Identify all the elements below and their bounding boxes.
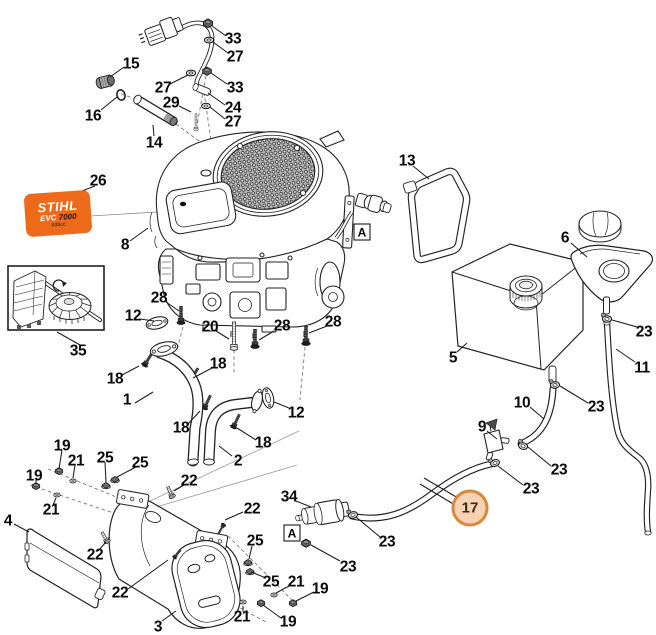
part-label-27[interactable]: 27: [224, 113, 242, 131]
part-label-23[interactable]: 23: [635, 323, 653, 341]
part-label-23[interactable]: 23: [378, 533, 396, 551]
part-label-18[interactable]: 18: [172, 419, 190, 437]
part-label-23[interactable]: 23: [587, 398, 605, 416]
wiring-harness-illustration: [138, 16, 215, 89]
part-label-3[interactable]: 3: [153, 618, 163, 635]
spark-plug-connector-illustration: [334, 192, 392, 240]
part-label-18[interactable]: 18: [106, 370, 124, 388]
part-label-28[interactable]: 28: [150, 289, 168, 307]
part-label-25[interactable]: 25: [262, 573, 280, 591]
part-label-9[interactable]: 9: [477, 418, 487, 436]
part-label-27[interactable]: 27: [154, 79, 172, 97]
part-label-4[interactable]: 4: [3, 512, 13, 530]
guide-lines: [89, 211, 300, 509]
part-label-22[interactable]: 22: [111, 584, 129, 602]
part-label-26[interactable]: 26: [89, 172, 107, 190]
fuel-cap-illustration: [570, 210, 654, 315]
part-label-28[interactable]: 28: [324, 313, 342, 331]
part-label-27[interactable]: 27: [226, 48, 244, 66]
flywheel-kit-box-illustration: [7, 265, 105, 331]
part-label-22[interactable]: 22: [243, 500, 261, 518]
part-label-6[interactable]: 6: [560, 229, 570, 247]
o-ring-illustration: [116, 89, 126, 101]
part-label-22[interactable]: 22: [86, 546, 104, 564]
part-label-19[interactable]: 19: [25, 467, 43, 485]
part-label-12[interactable]: 12: [124, 307, 142, 325]
part-label-10[interactable]: 10: [513, 394, 531, 412]
part-label-13[interactable]: 13: [398, 152, 416, 170]
part-label-18[interactable]: 18: [209, 355, 227, 373]
stihl-logo-badge: STIHL EVC 7000 630cc: [23, 189, 93, 238]
part-label-11[interactable]: 11: [634, 359, 650, 377]
part-label-21[interactable]: 21: [67, 452, 85, 470]
exhaust-pipe-1-illustration: [149, 341, 204, 467]
part-label-1[interactable]: 1: [122, 391, 132, 409]
part-label-24[interactable]: 24: [224, 99, 242, 117]
engine-illustration: [149, 130, 355, 339]
part-label-23[interactable]: 23: [522, 480, 540, 498]
part-label-23[interactable]: 23: [339, 558, 357, 576]
tube-illustration: [133, 94, 178, 127]
part-label-12[interactable]: 12: [287, 404, 305, 422]
view-marker-A: A: [283, 524, 301, 542]
heat-shield-illustration: [24, 528, 106, 609]
view-marker-A: A: [353, 223, 371, 241]
part-label-21[interactable]: 21: [233, 608, 251, 626]
part-label-29[interactable]: 29: [162, 94, 180, 112]
spacer-sleeve-illustration: [192, 83, 212, 96]
part-label-21[interactable]: 21: [42, 501, 60, 519]
part-label-25[interactable]: 25: [131, 454, 149, 472]
fuel-line-illustration: [348, 460, 495, 522]
part-label-19[interactable]: 19: [279, 613, 297, 631]
part-label-19[interactable]: 19: [311, 580, 329, 598]
part-label-25[interactable]: 25: [96, 449, 114, 467]
part-label-18[interactable]: 18: [254, 434, 272, 452]
part-label-15[interactable]: 15: [122, 55, 140, 73]
highlighted-part-label-17[interactable]: 17: [451, 489, 489, 527]
fuel-hose-illustration: [517, 385, 557, 448]
badge-subtext: 630cc: [51, 220, 66, 228]
leader-lines: [13, 25, 638, 622]
vent-tube-illustration: [603, 319, 652, 536]
part-label-8[interactable]: 8: [120, 236, 130, 254]
part-label-33[interactable]: 33: [226, 79, 244, 97]
part-label-20[interactable]: 20: [201, 318, 219, 336]
part-label-34[interactable]: 34: [280, 488, 298, 506]
part-label-33[interactable]: 33: [224, 30, 242, 48]
part-label-19[interactable]: 19: [53, 437, 71, 455]
muffler-illustration: [108, 489, 241, 629]
fuel-tank-illustration: [451, 243, 584, 384]
part-label-16[interactable]: 16: [84, 107, 102, 125]
tank-seal-illustration: [402, 167, 471, 264]
part-label-28[interactable]: 28: [273, 317, 291, 335]
part-label-2[interactable]: 2: [233, 452, 243, 470]
part-label-22[interactable]: 22: [180, 472, 198, 490]
part-label-23[interactable]: 23: [550, 461, 568, 479]
fuel-valve-illustration: [483, 418, 510, 461]
part-label-14[interactable]: 14: [145, 134, 163, 152]
fuel-filter-illustration: [295, 498, 351, 526]
top-hardware-glyphs: [95, 18, 215, 132]
part-label-5[interactable]: 5: [448, 349, 458, 367]
part-label-35[interactable]: 35: [69, 342, 87, 360]
exhaust-pipe-2-illustration: [203, 388, 263, 466]
part-label-21[interactable]: 21: [287, 573, 305, 591]
plug-cap-illustration: [95, 74, 115, 89]
badge-model-number: 7000: [58, 211, 77, 222]
part-label-25[interactable]: 25: [246, 532, 264, 550]
